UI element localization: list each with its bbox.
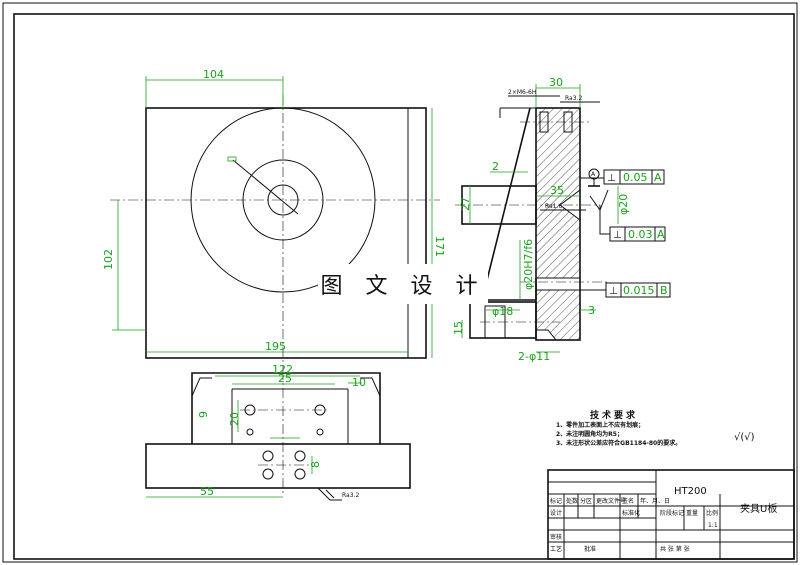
thread-note: 2×M6-6H: [508, 89, 536, 96]
tb-label-change: 更改文件号: [596, 497, 626, 505]
part-name: 夹具U板: [740, 502, 777, 515]
tb-label-sheets: 共 张 第 张: [660, 545, 690, 553]
tb-label-review: 审核: [550, 533, 562, 541]
tech-requirements-title: 技术要求: [590, 411, 639, 421]
material: HT200: [674, 486, 707, 497]
tol-2-datum: A: [657, 228, 665, 241]
roughness-note-bottom: Ra3.2: [342, 492, 359, 499]
tb-label-scale: 比例: [706, 509, 718, 517]
ra-note-mid: Ra1.6: [545, 203, 562, 210]
dim-55: 55: [200, 485, 214, 498]
scale-value: 1:1: [708, 522, 718, 529]
tol-3-value: 0.015: [623, 284, 655, 297]
dim-30: 30: [549, 76, 563, 89]
dim-195: 195: [265, 340, 286, 353]
tb-label-zone: 分区: [580, 497, 592, 505]
tb-label-count: 处数: [566, 497, 578, 505]
tb-label-sign: 签名: [622, 497, 634, 505]
watermark: 图 文 设 计: [318, 264, 488, 304]
tol-3-symbol: ⊥: [609, 286, 618, 297]
tb-label-design: 设计: [550, 509, 562, 517]
tech-requirement-1: 1、零件加工表面上不应有划痕；: [556, 422, 645, 429]
dim-phi18: φ18: [492, 305, 513, 318]
top-view: [110, 95, 440, 370]
dim-8: 8: [309, 461, 322, 468]
tech-requirement-2: 2、未注明圆角均为R5；: [556, 431, 623, 438]
dim-27: 27: [459, 197, 472, 211]
dim-10: 10: [352, 376, 366, 389]
dim-2-phi11: 2-φ11: [518, 350, 550, 363]
tol-1-value: 0.05: [623, 171, 648, 184]
dim-104: 104: [203, 68, 224, 81]
tb-label-standard: 标准化: [622, 509, 640, 517]
section-view: [455, 107, 610, 341]
dim-15: 15: [452, 321, 465, 335]
dim-25: 25: [278, 372, 292, 385]
tol-1-datum: A: [654, 171, 662, 184]
tol-2-value: 0.03: [628, 228, 653, 241]
dim-h7f6: φ20H7/f6: [522, 239, 535, 290]
tb-label-weight: 重量: [686, 509, 698, 517]
inner-frame: [13, 13, 795, 560]
dim-122: 122: [272, 363, 293, 376]
bottom-view-dimensions: 122 25 10 9 20 8 55 Ra3.2: [146, 363, 366, 499]
bottom-view: [145, 370, 411, 501]
dim-phi20: φ20: [617, 194, 630, 215]
dim-102: 102: [102, 249, 115, 270]
section-view-dimensions: 30 2×M6-6H Ra3.2 2 27 35 Ra1.6 φ20 φ20H7…: [452, 76, 671, 363]
tech-requirement-3: 3、未注形状公差应符合GB1184-80的要求。: [556, 440, 682, 447]
top-view-dimensions: 104 171 102 195: [102, 68, 446, 358]
tb-label-approve: 批准: [584, 545, 596, 553]
tb-label-stage: 阶段标记: [660, 509, 684, 517]
dim-171: 171: [433, 236, 446, 257]
tol-2-symbol: ⊥: [613, 230, 622, 241]
dim-20: 20: [228, 412, 241, 426]
title-block: HT200 夹具U板 1:1 标记 处数 分区 更改文件号 签名 年、月、日 设…: [547, 469, 795, 560]
tb-label-process: 工艺: [550, 545, 562, 553]
technical-requirements: 技术要求 1、零件加工表面上不应有划痕； 2、未注明圆角均为R5； 3、未注形状…: [556, 408, 746, 448]
general-roughness-symbol: √(√): [734, 432, 755, 443]
tb-label-date: 年、月、日: [640, 497, 670, 505]
dim-3: 3: [588, 304, 595, 317]
tb-label-mark: 标记: [550, 497, 562, 505]
tol-3-datum: B: [660, 284, 668, 297]
tol-1-symbol: ⊥: [607, 173, 616, 184]
ra-note-top: Ra3.2: [565, 95, 582, 102]
datum-a-label: A: [591, 171, 596, 178]
dim-2: 2: [492, 160, 499, 173]
dim-35: 35: [550, 184, 564, 197]
dim-9: 9: [197, 411, 210, 418]
